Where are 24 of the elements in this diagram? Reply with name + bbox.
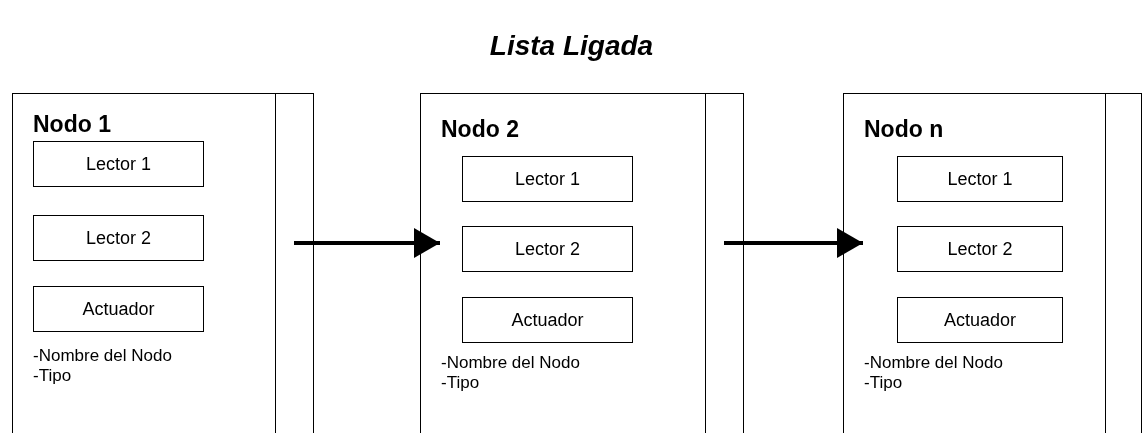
field-text: -Nombre del Nodo [33, 346, 172, 366]
field-text: -Tipo [441, 373, 480, 393]
field-text: -Tipo [864, 373, 903, 393]
field-box: Actuador [897, 297, 1063, 343]
arrow [724, 228, 863, 258]
field-box: Lector 1 [897, 156, 1063, 202]
field-text: -Tipo [33, 366, 72, 386]
arrow [294, 228, 440, 258]
field-box: Actuador [462, 297, 633, 343]
field-box: Lector 1 [33, 141, 204, 187]
field-text: -Nombre del Nodo [441, 353, 580, 373]
field-text: -Nombre del Nodo [864, 353, 1003, 373]
node-title: Nodo n [864, 116, 944, 143]
field-box: Lector 2 [33, 215, 204, 261]
node-box [12, 93, 314, 433]
field-box: Lector 2 [897, 226, 1063, 272]
diagram-title: Lista Ligada [489, 30, 654, 61]
field-box: Lector 1 [462, 156, 633, 202]
node-title: Nodo 2 [441, 116, 519, 143]
node-box [420, 93, 744, 433]
node-title: Nodo 1 [33, 111, 111, 138]
node-box [843, 93, 1142, 433]
field-box: Actuador [33, 286, 204, 332]
field-box: Lector 2 [462, 226, 633, 272]
